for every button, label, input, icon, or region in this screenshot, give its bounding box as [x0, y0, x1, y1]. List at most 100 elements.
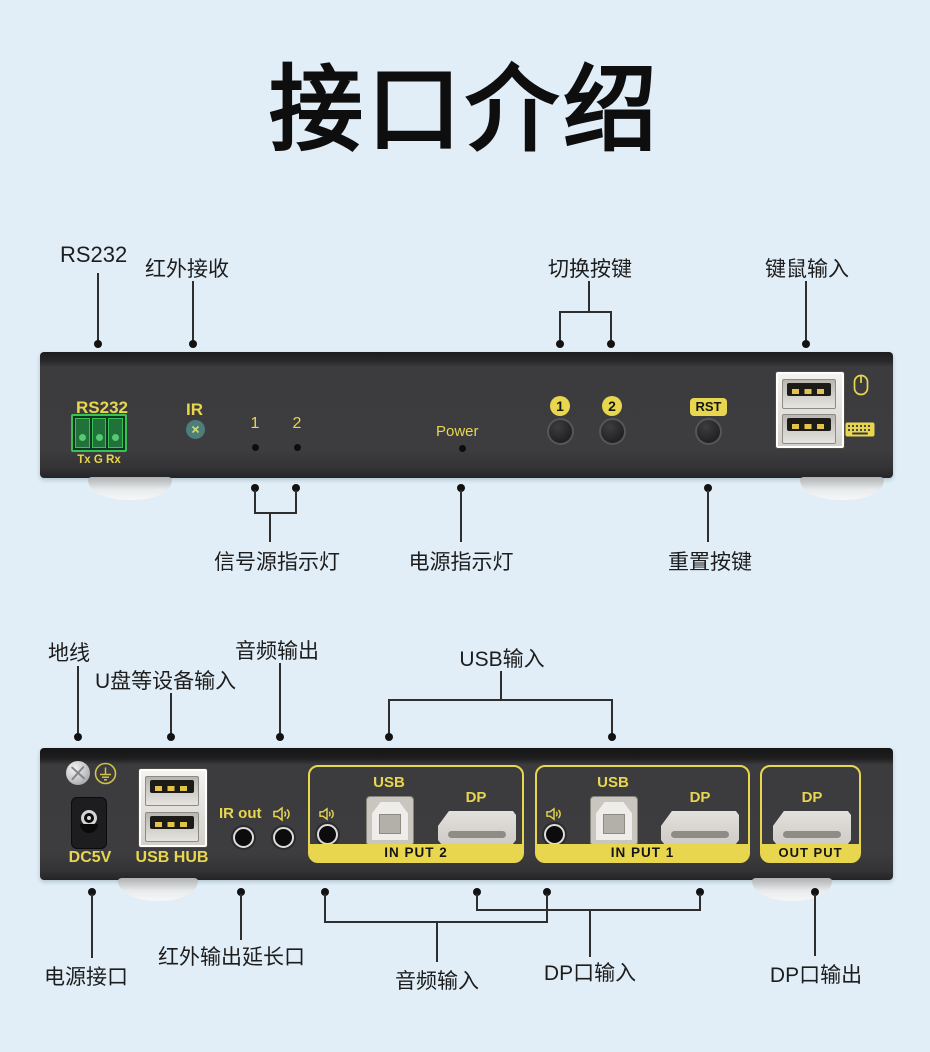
device-foot: [752, 878, 832, 901]
ground-symbol-icon: [94, 762, 117, 790]
callout-dot: [811, 888, 819, 896]
callout-dot: [704, 484, 712, 492]
callout-line: [814, 894, 816, 956]
callout-line: [610, 311, 612, 342]
callout-line: [460, 490, 462, 542]
usb-pins: [792, 424, 826, 429]
usb-hub-bezel: [138, 768, 208, 848]
callout-line: [254, 490, 256, 514]
input2-name-bar: IN PUT 2: [310, 844, 522, 861]
callout-dot: [251, 484, 259, 492]
callout-usb-devices: U盘等设备输入: [95, 670, 237, 693]
dc-jack-shadow: [80, 824, 98, 833]
usb-b-port-input1: [590, 796, 638, 846]
signal-led-2: [294, 444, 301, 451]
led1-label: 1: [250, 415, 260, 432]
callout-dot: [167, 733, 175, 741]
reset-button[interactable]: [695, 418, 722, 445]
callout-dot: [608, 733, 616, 741]
callout-line: [269, 512, 271, 542]
mouse-icon: [853, 374, 869, 401]
ground-screw-icon: [66, 761, 90, 785]
usb-a-port-hub1: [145, 776, 199, 806]
switch-button-1[interactable]: [547, 418, 574, 445]
callout-line: [170, 693, 172, 734]
device-foot: [800, 477, 884, 500]
callout-line: [77, 666, 79, 734]
callout-ir-receive: 红外接收: [145, 258, 229, 281]
rs232-terminal-block: [71, 414, 127, 452]
callout-kb-mouse: 键鼠输入: [765, 258, 849, 281]
callout-line: [559, 311, 612, 313]
rs232-terminal-pin: [75, 418, 90, 448]
callout-line: [295, 490, 297, 514]
callout-line: [546, 894, 548, 923]
callout-dot: [276, 733, 284, 741]
callout-line: [279, 663, 281, 734]
callout-dp-out: DP口输出: [769, 964, 863, 987]
callout-line: [611, 699, 613, 734]
ir-out-label: IR out: [219, 805, 262, 822]
callout-dot: [543, 888, 551, 896]
callout-line: [500, 671, 502, 701]
callout-dot: [457, 484, 465, 492]
page-title: 接口介绍: [268, 57, 661, 162]
button2-badge: 2: [602, 396, 622, 416]
dp-port-input1: [661, 811, 739, 844]
dc5v-label: DC5V: [68, 849, 112, 866]
audio-in2-speaker-icon: [318, 807, 336, 826]
device-foot: [118, 878, 198, 901]
callout-line: [707, 490, 709, 542]
callout-dot: [802, 340, 810, 348]
ir-label: IR: [186, 400, 203, 419]
usb-a-port-mouse: [782, 379, 836, 409]
callout-rs232: RS232: [60, 242, 128, 267]
callout-ground: 地线: [48, 642, 90, 665]
rear-panel-device: DC5V USB HUB IR out USB: [40, 748, 893, 880]
rs232-port-label: RS232: [76, 398, 128, 417]
dp-port-input2: [438, 811, 516, 844]
output-section: DP OUT PUT: [760, 765, 861, 863]
usb-slot: [150, 780, 194, 793]
dc-jack-pin: [87, 816, 91, 820]
callout-dot: [696, 888, 704, 896]
audio-in1-speaker-icon: [545, 807, 563, 826]
callout-line: [388, 699, 390, 734]
dp-slot: [783, 831, 841, 838]
ir-receiver-icon: [186, 420, 205, 439]
rs232-terminal-pin: [108, 418, 124, 448]
usb-a-port-keyboard: [782, 414, 836, 444]
callout-line: [699, 894, 701, 911]
audio-in1-jack: [544, 824, 565, 845]
usb-kbm-bezel: [775, 371, 845, 449]
callout-dot: [385, 733, 393, 741]
callout-line: [324, 894, 326, 923]
callout-power-port: 电源接口: [44, 966, 128, 989]
callout-ir-ext: 红外输出延长口: [158, 946, 305, 969]
output-name-bar: OUT PUT: [762, 844, 859, 861]
ir-out-jack: [233, 827, 254, 848]
output-dp-label: DP: [801, 789, 823, 806]
callout-dot: [292, 484, 300, 492]
usb-pins: [792, 389, 826, 394]
callout-dot: [607, 340, 615, 348]
switch-button-2[interactable]: [599, 418, 626, 445]
callout-dot: [74, 733, 82, 741]
rst-tag: RST: [690, 398, 727, 416]
dp-slot: [671, 831, 729, 838]
input2-section: USB DP IN PUT 2: [308, 765, 524, 863]
callout-reset-key: 重置按键: [668, 551, 752, 574]
rs232-terminal-pin: [91, 418, 107, 448]
usb-pins: [155, 822, 189, 827]
input1-name-bar: IN PUT 1: [537, 844, 748, 861]
audio-in2-jack: [317, 824, 338, 845]
usb-slot: [150, 816, 194, 829]
keyboard-icon: [845, 422, 875, 442]
usb-slot: [787, 383, 831, 396]
callout-line: [559, 311, 561, 342]
callout-line: [388, 699, 613, 701]
power-label: Power: [436, 423, 479, 440]
callout-audio-out: 音频输出: [235, 640, 319, 663]
callout-dot: [189, 340, 197, 348]
callout-line: [589, 911, 591, 957]
